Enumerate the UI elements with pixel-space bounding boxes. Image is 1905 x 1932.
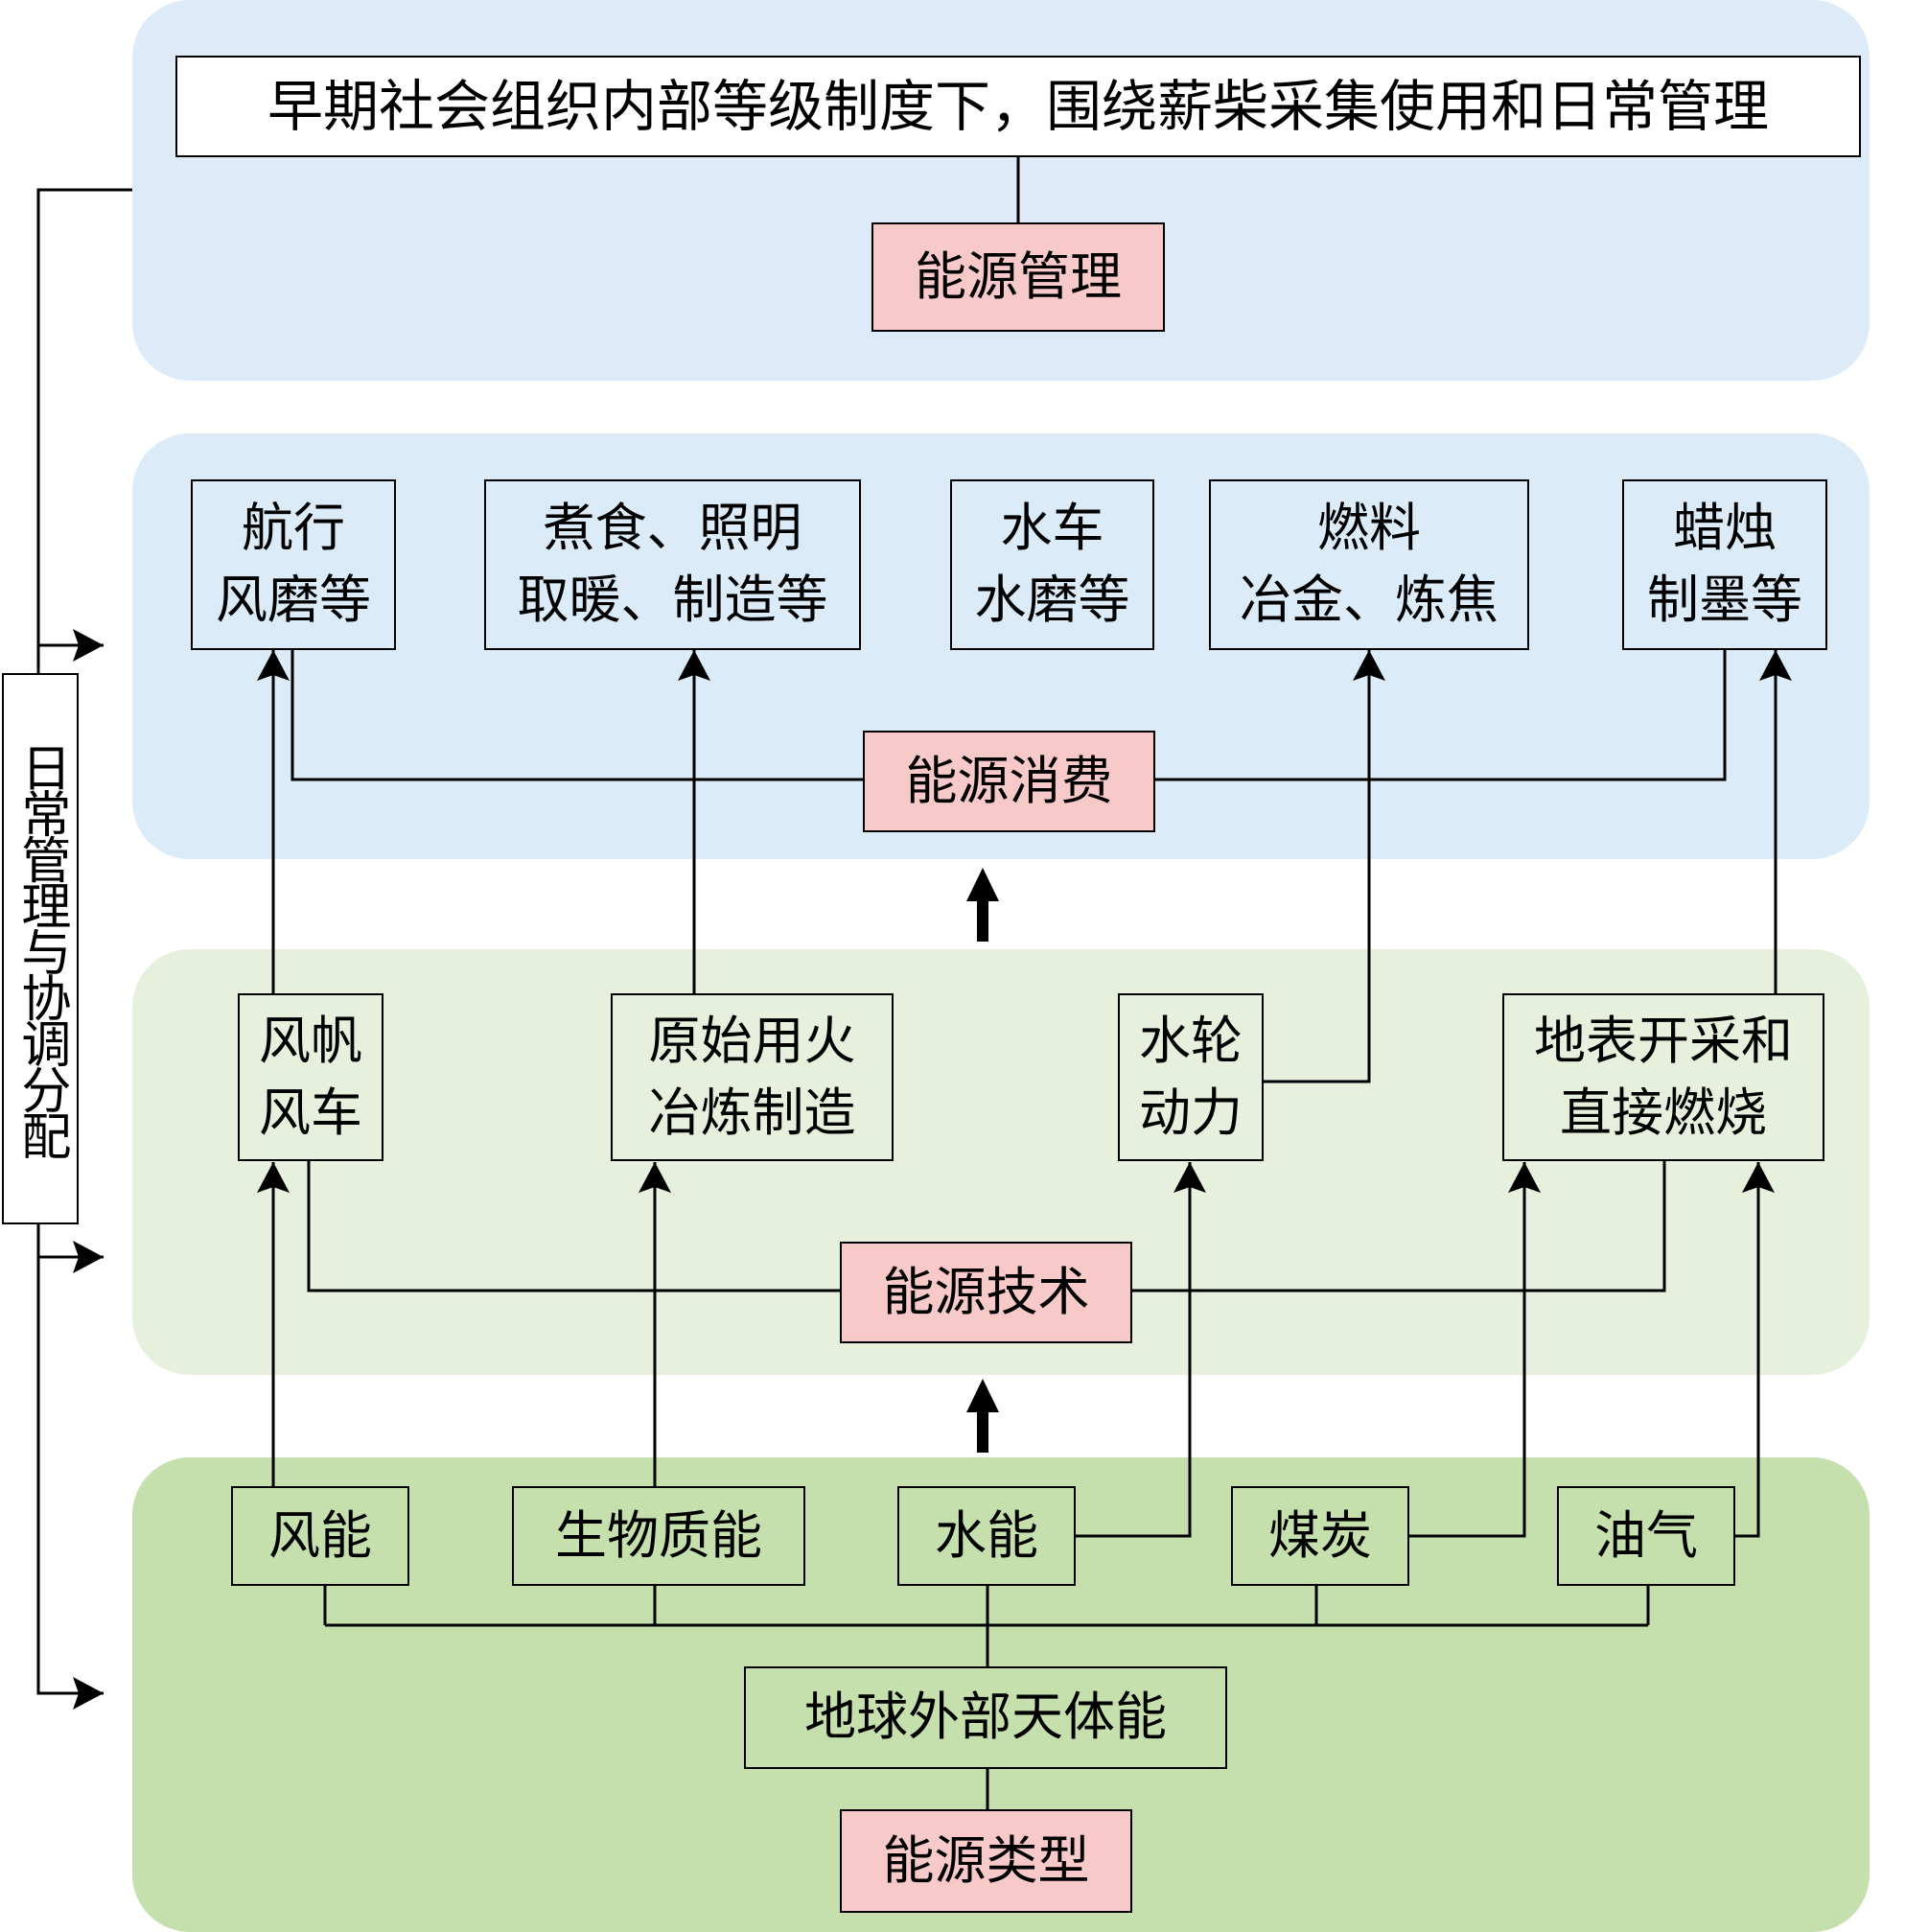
consumption-item-candle: 蜡烛 制墨等 [1622, 479, 1827, 650]
consumption-item-line2: 制墨等 [1647, 570, 1802, 630]
consumption-item-line1: 煮食、照明 [543, 498, 802, 559]
technology-item-line2: 动力 [1139, 1082, 1243, 1143]
technology-item-sail-windmill: 风帆 风车 [238, 993, 383, 1161]
consumption-item-line2: 风磨等 [216, 570, 371, 630]
energy-consumption-key: 能源消费 [863, 731, 1155, 832]
consumption-item-sailing: 航行 风磨等 [191, 479, 396, 650]
energy-type-coal: 煤炭 [1231, 1486, 1409, 1586]
technology-item-water-wheel: 水轮 动力 [1118, 993, 1264, 1161]
technology-item-line2: 直接燃烧 [1560, 1082, 1767, 1143]
technology-item-surface-mining: 地表开采和 直接燃烧 [1502, 993, 1824, 1161]
consumption-item-cooking: 煮食、照明 取暖、制造等 [484, 479, 861, 650]
energy-management-key: 能源管理 [871, 222, 1165, 332]
consumption-item-line2: 水磨等 [974, 570, 1130, 630]
consumption-item-line2: 取暖、制造等 [517, 570, 828, 630]
consumption-item-line1: 水车 [1000, 498, 1104, 559]
energy-type-hydro: 水能 [897, 1486, 1076, 1586]
external-celestial-energy: 地球外部天体能 [744, 1666, 1227, 1769]
technology-item-line2: 风车 [259, 1082, 362, 1143]
consumption-item-line2: 冶金、炼焦 [1240, 570, 1498, 630]
energy-types-key: 能源类型 [840, 1809, 1132, 1913]
technology-item-line1: 风帆 [259, 1010, 362, 1071]
energy-technology-key: 能源技术 [840, 1242, 1132, 1343]
energy-type-biomass: 生物质能 [512, 1486, 805, 1586]
technology-item-line1: 水轮 [1139, 1010, 1243, 1071]
consumption-item-line1: 燃料 [1317, 498, 1421, 559]
technology-item-line2: 冶炼制造 [648, 1082, 856, 1143]
management-description: 早期社会组织内部等级制度下，围绕薪柴采集使用和日常管理 [175, 56, 1861, 157]
consumption-item-line1: 蜡烛 [1673, 498, 1777, 559]
energy-type-wind: 风能 [231, 1486, 409, 1586]
technology-item-line1: 地表开采和 [1534, 1010, 1793, 1071]
technology-item-line1: 原始用火 [648, 1010, 856, 1071]
technology-item-primitive-fire: 原始用火 冶炼制造 [611, 993, 894, 1161]
consumption-item-fuel: 燃料 冶金、炼焦 [1209, 479, 1529, 650]
consumption-item-line1: 航行 [242, 498, 345, 559]
energy-type-oil-gas: 油气 [1557, 1486, 1735, 1586]
consumption-item-waterwheel: 水车 水磨等 [950, 479, 1154, 650]
side-label-management-coordination: 日常管理与协调分配 [2, 673, 79, 1224]
